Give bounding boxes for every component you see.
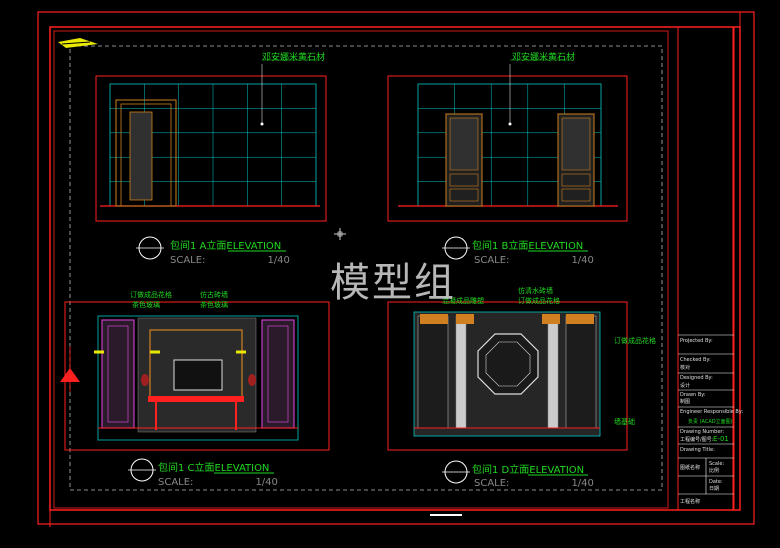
panel-c-elevation-text: ELEVATION [214, 463, 270, 474]
tb-drawing-number-label: Drawing Number: [680, 429, 725, 435]
panel-d-note: 仿清水砖墙 [518, 287, 553, 295]
scale-label: SCALE: [474, 255, 510, 266]
drawing-area-border [69, 45, 663, 491]
panel-b-title-text: 包间1 B立面 [472, 241, 529, 252]
tb-drawing-number: E-01 [713, 435, 729, 443]
tb-drawing-title: Drawing Title: [680, 447, 715, 453]
watermark: 模型组 [330, 260, 456, 306]
panel-c-note: 仿古砖墙 [200, 291, 228, 299]
tb-bottom-label: 工程名称 [680, 499, 701, 505]
tb-date-label: Date: [709, 479, 723, 485]
scale-label: SCALE: [474, 478, 510, 489]
panel-d-title-text: 包间1 D立面 [472, 465, 530, 476]
panel-d-title: 包间1 D立面ELEVATION [472, 461, 584, 476]
tb-scale-label: Scale: [709, 461, 725, 467]
panel-d-elevation-text: ELEVATION [529, 465, 585, 476]
panel-b-elevation-text: ELEVATION [528, 241, 584, 252]
tb-date-val: 日期 [709, 486, 720, 492]
tb-sheet-label: 图纸名称 [680, 465, 701, 471]
panel-a-scale: SCALE: 1/40 [170, 255, 290, 266]
outer-frame [37, 11, 755, 525]
elevation-d [387, 301, 628, 451]
tb-drawn-val: 制图 [680, 399, 691, 405]
scale-value: 1/40 [267, 255, 290, 266]
panel-c-title: 包间1 C立面ELEVATION [158, 459, 269, 474]
elevation-b [387, 59, 628, 222]
elevation-c [60, 301, 330, 451]
panel-c-scale: SCALE: 1/40 [158, 477, 278, 488]
tb-scale-val: 比例 [709, 468, 720, 474]
north-arrow-icon [60, 346, 80, 392]
tb-designed-val: 设计 [680, 383, 691, 389]
scale-value: 1/40 [255, 477, 278, 488]
panel-a-elevation-text: ELEVATION [226, 241, 282, 252]
title-block [677, 26, 735, 511]
cursor-crosshair-icon [334, 228, 346, 240]
scale-label: SCALE: [170, 255, 206, 266]
tb-checked-by: Checked By: [680, 357, 711, 363]
panel-d-note: 订做成品花格 [518, 297, 560, 305]
panel-d-note: 墙基础 [614, 418, 635, 426]
logo-icon [58, 38, 98, 48]
panel-d-scale: SCALE: 1/40 [474, 478, 594, 489]
tb-engineer: Engineer Responsible By: [680, 409, 744, 415]
panel-c-title-text: 包间1 C立面 [158, 463, 215, 474]
tb-checked-val: 核对 [680, 365, 691, 371]
panel-a-title-text: 包间1 A立面 [170, 241, 227, 252]
panel-c-note: 订做成品花格 [130, 291, 172, 299]
panel-b-scale: SCALE: 1/40 [474, 255, 594, 266]
tb-projected-by: Projected By: [680, 338, 713, 344]
tb-designed-by: Designed By: [680, 375, 713, 381]
inner-frame [49, 26, 741, 511]
scale-value: 1/40 [571, 478, 594, 489]
panel-d-note: 订做成品花格 [614, 337, 656, 345]
elevation-a [95, 59, 327, 222]
panel-a-material-note: 邓安娜米黄石材 [262, 53, 326, 63]
tb-engineer-val: 负责 (ACAD立面图) [688, 419, 733, 425]
panel-a-title: 包间1 A立面ELEVATION [170, 237, 281, 252]
panel-c-note: 茶色玻璃 [132, 301, 160, 309]
tb-drawing-number-cn: 工程编号/图号: [680, 437, 714, 443]
tb-drawn-by: Drawn By: [680, 392, 706, 398]
panel-d-note: 混凝成品雕塑 [442, 297, 484, 305]
panel-c-note: 茶色玻璃 [200, 301, 228, 309]
scale-label: SCALE: [158, 477, 194, 488]
panel-b-material-note: 邓安娜米黄石材 [512, 53, 576, 63]
scale-value: 1/40 [571, 255, 594, 266]
panel-b-title: 包间1 B立面ELEVATION [472, 237, 583, 252]
